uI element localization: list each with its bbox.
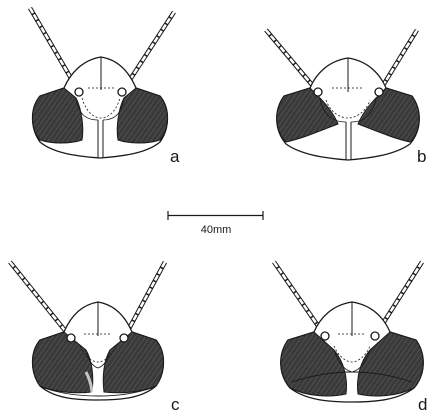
panel-label-d: d xyxy=(418,395,427,414)
right-antenna-socket xyxy=(120,334,128,342)
left-antenna xyxy=(10,262,71,338)
panel-d: d xyxy=(274,262,427,414)
right-antenna xyxy=(379,30,417,92)
right-antenna-socket xyxy=(371,332,379,340)
panel-label-b: b xyxy=(417,147,426,166)
right-antenna-socket xyxy=(118,88,126,96)
scale-bar-label: 40mm xyxy=(201,224,232,236)
left-antenna-socket xyxy=(67,334,75,342)
panel-a: a xyxy=(30,8,180,166)
panel-b: b xyxy=(266,30,426,166)
scale-bar: 40mm xyxy=(168,211,263,236)
panel-label-c: c xyxy=(171,395,180,414)
left-antenna-socket xyxy=(75,88,83,96)
left-antenna xyxy=(266,30,318,92)
right-antenna-socket xyxy=(375,88,383,96)
left-antenna-socket xyxy=(321,332,329,340)
panel-c: c xyxy=(10,262,180,414)
panel-label-a: a xyxy=(170,147,180,166)
left-antenna-socket xyxy=(314,88,322,96)
